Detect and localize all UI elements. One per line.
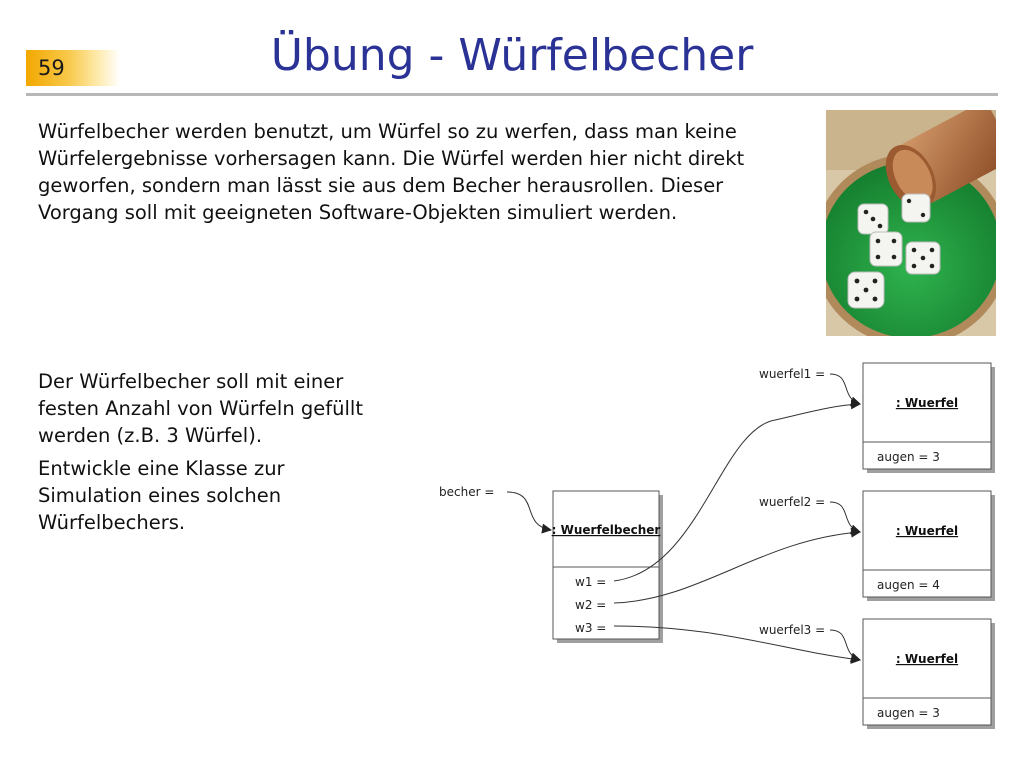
task-line: Simulation eines solchen: [38, 484, 282, 507]
intro-paragraph: Würfelbecher werden benutzt, um Würfel s…: [38, 118, 778, 226]
intro-line: Würfelergebnisse vorhersagen kann. Die W…: [38, 147, 745, 170]
wuerfel-3-augen: augen = 3: [877, 706, 940, 720]
wuerfel3-reference-arrow: [829, 629, 861, 663]
wuerfel1-reference-arrow: [829, 373, 861, 407]
dice-group: [847, 193, 941, 309]
task-description: Der Würfelbecher soll mit einer festen A…: [38, 368, 398, 542]
wuerfel-1-name: : Wuerfel: [896, 396, 958, 410]
wuerfel2-reference-arrow: [829, 501, 861, 535]
wuerfelbecher-name: : Wuerfelbecher: [552, 523, 661, 537]
becher-label: becher =: [439, 485, 494, 499]
intro-line: geworfen, sondern man lässt sie aus dem …: [38, 174, 724, 197]
intro-line: Vorgang soll mit geeigneten Software-Obj…: [38, 201, 678, 224]
task-line: Würfelbechers.: [38, 511, 186, 534]
wuerfel-object-3: : Wuerfel augen = 3: [862, 618, 995, 729]
w1-reference-arrow: [613, 399, 861, 582]
attribute-w3: w3 =: [575, 621, 606, 635]
title-divider: [26, 93, 998, 96]
attribute-w2: w2 =: [575, 598, 606, 612]
page-number: 59: [26, 50, 120, 86]
intro-line: Würfelbecher werden benutzt, um Würfel s…: [38, 120, 737, 143]
task-line: Entwickle eine Klasse zur: [38, 457, 285, 480]
wuerfel-2-name: : Wuerfel: [896, 524, 958, 538]
wuerfel-2-augen: augen = 4: [877, 578, 940, 592]
wuerfelbecher-object: : Wuerfelbecher w1 = w2 = w3 =: [552, 490, 663, 643]
task-line: Der Würfelbecher soll mit einer: [38, 370, 344, 393]
becher-reference-arrow: [506, 491, 552, 534]
wuerfel1-label: wuerfel1 =: [759, 367, 825, 381]
dice-cup-photo: [826, 110, 996, 336]
task-line: werden (z.B. 3 Würfel).: [38, 424, 263, 447]
task-line: festen Anzahl von Würfeln gefüllt: [38, 397, 363, 420]
w2-reference-arrow: [613, 527, 861, 604]
w3-reference-arrow: [613, 625, 861, 664]
attribute-w1: w1 =: [575, 575, 606, 589]
slide-title: Übung - Würfelbecher: [270, 30, 754, 81]
wuerfel3-label: wuerfel3 =: [759, 623, 825, 637]
task-paragraph-1: Der Würfelbecher soll mit einer festen A…: [38, 368, 398, 449]
wuerfel-3-name: : Wuerfel: [896, 652, 958, 666]
task-paragraph-2: Entwickle eine Klasse zur Simulation ein…: [38, 455, 398, 536]
wuerfel2-label: wuerfel2 =: [759, 495, 825, 509]
wuerfel-1-augen: augen = 3: [877, 450, 940, 464]
wuerfel-object-1: : Wuerfel augen = 3: [862, 362, 995, 473]
wuerfel-object-2: : Wuerfel augen = 4: [862, 490, 995, 601]
